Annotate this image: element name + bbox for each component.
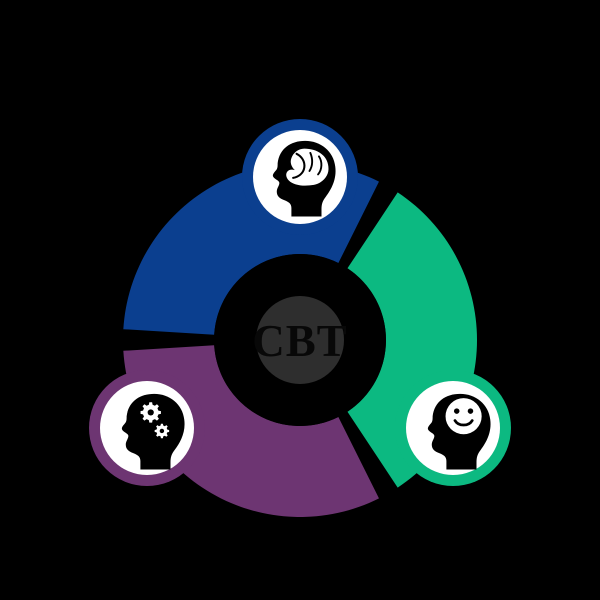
head-brain-badge[interactable] [242, 119, 358, 235]
head-gears-icon [121, 393, 185, 470]
head-smiley-badge[interactable] [395, 370, 511, 486]
head-gears-badge[interactable] [89, 370, 205, 486]
gear-small-icon [154, 423, 170, 439]
head-brain-icon [272, 140, 336, 217]
gear-large-icon [140, 402, 161, 423]
page-title: CBT [252, 316, 348, 366]
center-core-circle [256, 296, 344, 384]
head-smiley-icon [427, 393, 491, 470]
